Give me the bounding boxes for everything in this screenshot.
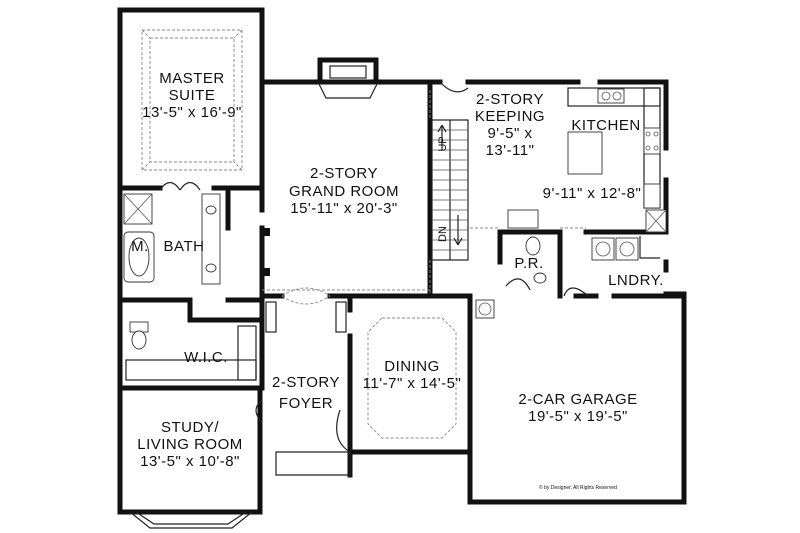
kitchen-fixtures bbox=[439, 81, 667, 233]
columns bbox=[262, 90, 431, 295]
stair-up-label: UP bbox=[437, 136, 449, 151]
keeping-name-2: KEEPING bbox=[475, 108, 545, 125]
grand-room-name-2: GRAND ROOM bbox=[289, 183, 399, 200]
kitchen-dims: 9'-11" x 12'-8" bbox=[543, 185, 642, 202]
foyer-features bbox=[255, 287, 351, 476]
study-name-1: STUDY/ bbox=[161, 419, 219, 436]
interior-walls bbox=[117, 79, 687, 391]
wic-shelving bbox=[125, 325, 257, 381]
powder-room-fixtures bbox=[505, 236, 547, 291]
laundry-fixtures bbox=[563, 236, 660, 297]
master-suite-dims: 13'-5" x 16'-9" bbox=[142, 104, 242, 121]
garage-features bbox=[475, 299, 495, 319]
master-suite-name-2: SUITE bbox=[169, 87, 216, 104]
exterior-walls bbox=[117, 7, 687, 515]
laundry-name: LNDRY. bbox=[608, 272, 664, 289]
study-bay-window bbox=[129, 511, 253, 529]
bath-name: BATH bbox=[164, 238, 205, 255]
stairs bbox=[431, 119, 469, 261]
foyer-name-2: FOYER bbox=[279, 395, 333, 412]
bath-fixtures bbox=[123, 181, 221, 350]
grand-room-name-1: 2-STORY bbox=[310, 165, 378, 182]
copyright-text: © by Designer, All Rights Reserved bbox=[539, 484, 617, 491]
keeping-dims-1: 9'-5" x bbox=[487, 125, 532, 142]
dining-name: DINING bbox=[384, 358, 440, 375]
keeping-features bbox=[470, 209, 586, 229]
powder-room-name: P.R. bbox=[514, 255, 543, 272]
grand-room-dims: 15'-11" x 20'-3" bbox=[290, 200, 398, 217]
wic-name: W.I.C. bbox=[184, 349, 228, 366]
dining-tray-ceiling bbox=[367, 317, 457, 439]
study-dims: 13'-5" x 10'-8" bbox=[140, 453, 240, 470]
dining-dims: 11'-7" x 14'-5" bbox=[363, 375, 462, 392]
keeping-name-1: 2-STORY bbox=[476, 91, 544, 108]
keeping-dims-2: 13'-11" bbox=[486, 142, 535, 159]
master-suite-name-1: MASTER bbox=[159, 70, 225, 87]
study-name-2: LIVING ROOM bbox=[137, 436, 243, 453]
fireplace bbox=[317, 57, 379, 99]
stair-down-label: DN bbox=[437, 226, 449, 242]
room-labels: MASTER SUITE 13'-5" x 16'-9" M. BATH W.I… bbox=[131, 70, 664, 491]
master-tray-ceiling bbox=[141, 29, 243, 171]
kitchen-name: KITCHEN bbox=[571, 117, 640, 134]
garage-name: 2-CAR GARAGE bbox=[518, 391, 637, 408]
foyer-name-1: 2-STORY bbox=[272, 374, 340, 391]
garage-dims: 19'-5" x 19'-5" bbox=[528, 408, 628, 425]
bath-m-label: M. bbox=[131, 238, 149, 255]
